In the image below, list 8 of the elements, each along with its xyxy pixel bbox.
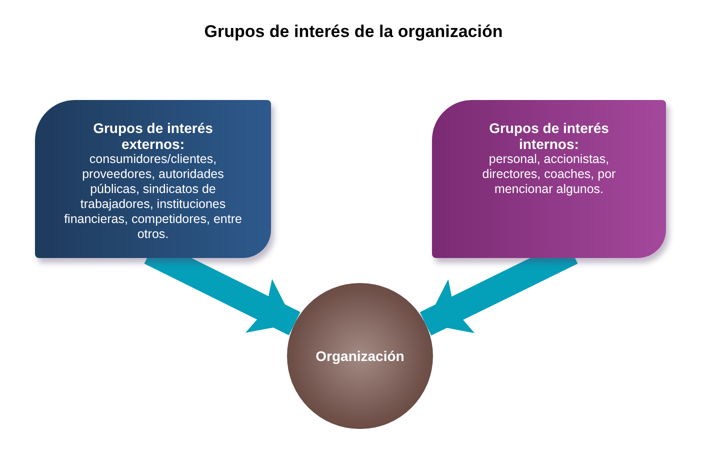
- box-heading: Grupos de interés externos:: [92, 120, 214, 152]
- stakeholder-box: [35, 100, 271, 258]
- box-text: personal, accionistas, directores, coaches, por mencionar algunos.: [481, 152, 617, 197]
- stakeholder-box: [432, 100, 666, 258]
- box-heading: Grupos de interés internos:: [488, 120, 610, 152]
- box-text: Organización: [316, 348, 404, 364]
- box-text: consumidores/clientes, proveedores, autoridades públicas, sindicatos de trabajadores, instituciones financieras, competidores, entre otros.: [63, 152, 243, 242]
- diagram-title: Grupos de interés de la organización: [203, 22, 504, 42]
